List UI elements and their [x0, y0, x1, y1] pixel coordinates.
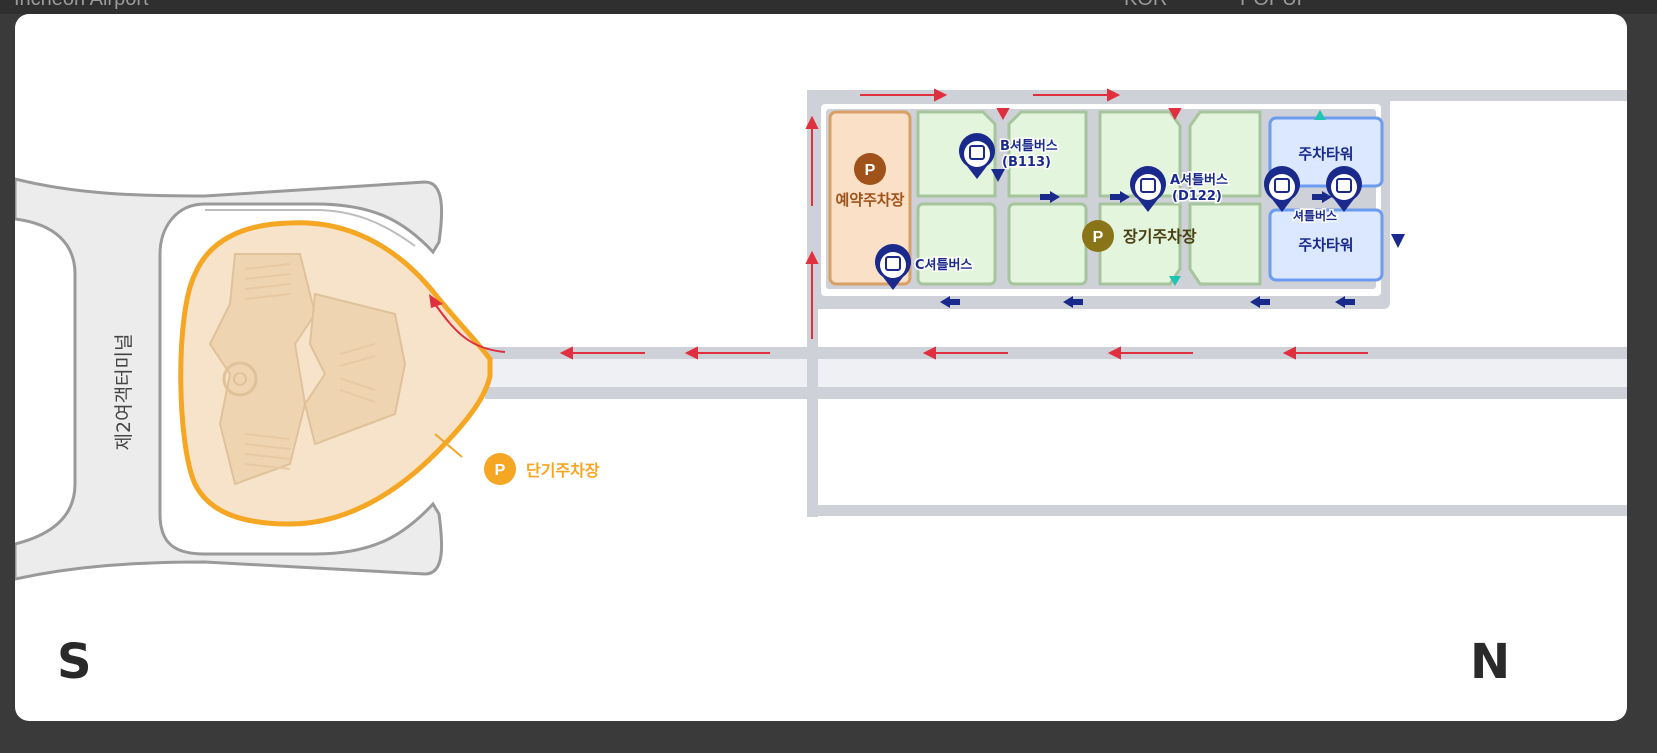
- shuttle-b-marker[interactable]: [959, 133, 995, 179]
- short-term-parking: P 단기주차장: [178, 220, 600, 527]
- svg-text:주차타워: 주차타워: [1298, 236, 1353, 254]
- long-term-parking: [916, 110, 1262, 286]
- bus-icon: [1140, 178, 1156, 193]
- shuttle-c-label: C셔틀버스: [915, 257, 972, 273]
- svg-text:주차타워: 주차타워: [1298, 145, 1353, 163]
- reserved-parking-label: 예약주차장: [835, 191, 904, 209]
- shuttle-c-marker[interactable]: [875, 244, 911, 290]
- shuttle-b-stop: (B113): [1002, 155, 1051, 170]
- parking-map: 제2여객터미널 P 단기주차장: [15, 88, 1627, 581]
- bus-icon: [969, 145, 985, 160]
- svg-text:P: P: [1093, 229, 1104, 246]
- arrow-to-terminal: [434, 303, 506, 353]
- shuttle-a-stop: (D122): [1172, 189, 1222, 204]
- shuttle-a-label: A셔틀버스: [1170, 172, 1228, 188]
- background-navigation: Incheon Airport KOR POPUP: [0, 0, 1657, 14]
- traffic-arrows-blue: [940, 169, 1405, 308]
- compass-north: N: [1470, 634, 1511, 690]
- shuttle-tower-marker-2[interactable]: [1326, 166, 1363, 212]
- bus-icon: [1336, 178, 1352, 193]
- parking-map-modal: 제2여객터미널 P 단기주차장: [15, 14, 1627, 721]
- loop-road: [807, 505, 1627, 516]
- long-term-parking-label: 장기주차장: [1123, 227, 1197, 246]
- terminal-building: [15, 177, 444, 581]
- brand-name: Incheon Airport: [14, 0, 149, 11]
- popup-link[interactable]: POPUP: [1240, 0, 1310, 11]
- terminal-label: 제2여객터미널: [113, 334, 135, 451]
- traffic-arrows-red: [559, 88, 1368, 360]
- parking-tower-top: [1268, 116, 1384, 188]
- bus-icon: [885, 256, 901, 271]
- parking-towers: 주차타워 주차타워: [1268, 116, 1384, 282]
- reserved-parking: P 예약주차장: [828, 110, 912, 286]
- parking-symbol: P: [495, 462, 506, 479]
- parking-tower-bottom: [1268, 208, 1384, 282]
- short-term-parking-marker: [484, 453, 516, 485]
- terminal-2: 제2여객터미널: [15, 177, 444, 581]
- reserved-parking-area: [828, 110, 912, 286]
- shuttle-tower-label: 셔틀버스: [1293, 208, 1337, 223]
- language-selector[interactable]: KOR: [1124, 0, 1167, 11]
- shuttle-a-marker[interactable]: [1130, 166, 1166, 212]
- short-term-parking-label: 단기주차장: [526, 461, 600, 480]
- shuttle-markers: B셔틀버스 (B113) A셔틀버스 (D122) C셔틀버스: [875, 133, 1363, 290]
- teal-markers: [1169, 110, 1326, 286]
- long-term-parking-marker: [1082, 220, 1114, 252]
- svg-text:P: P: [865, 162, 876, 179]
- shuttle-tower-marker-1[interactable]: [1264, 166, 1300, 212]
- compass-south: S: [57, 634, 92, 690]
- bus-icon: [1274, 178, 1290, 193]
- shuttle-b-label: B셔틀버스: [1000, 138, 1058, 154]
